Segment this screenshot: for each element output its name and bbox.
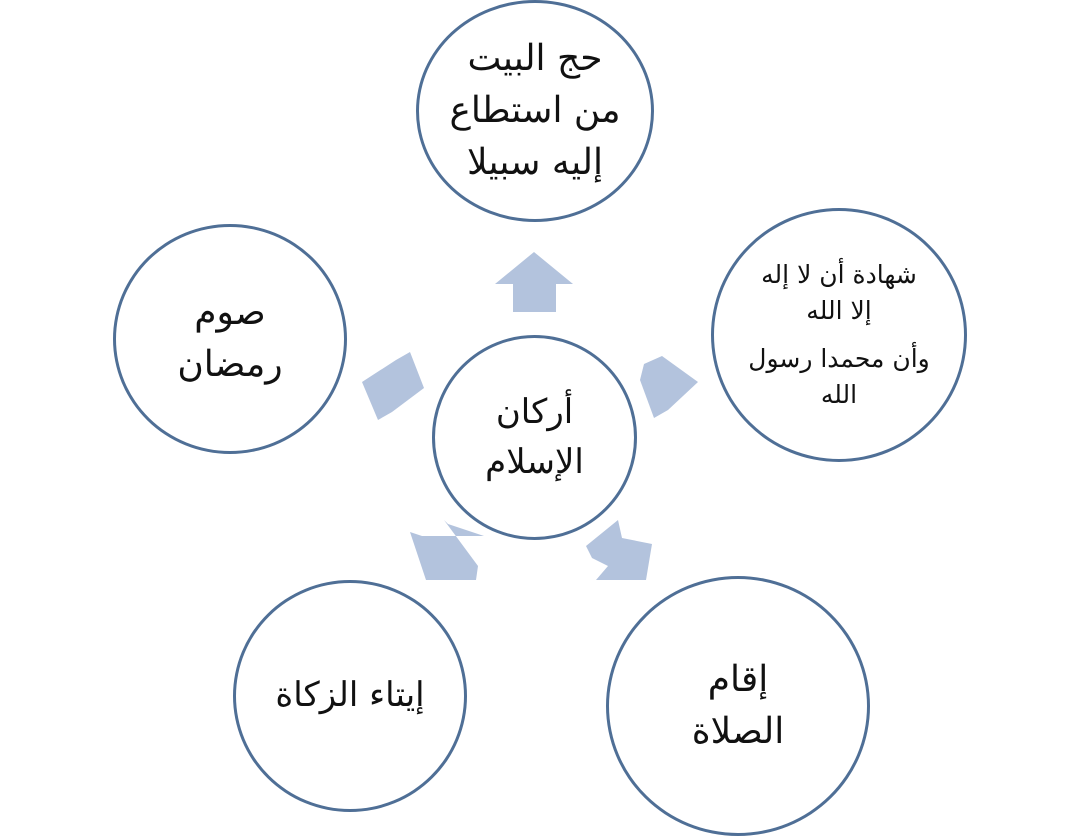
pillars-center-circle: أركان الإسلام	[432, 335, 637, 540]
center-line-2: الإسلام	[485, 441, 584, 482]
pillar-shahada-circle: شهادة أن لا إله إلا الله وأن محمدا رسول …	[711, 208, 967, 462]
sawm-line-1: صوم	[194, 291, 266, 333]
pillar-zakat-circle: إيتاء الزكاة	[233, 580, 467, 812]
shahada-line-1: شهادة أن لا إله	[761, 259, 917, 289]
pillar-salah-circle: إقام الصلاة	[606, 576, 870, 836]
hajj-line-2: من استطاع	[449, 89, 621, 131]
arrow-upper-left	[362, 352, 424, 420]
arrow-upper-right	[640, 356, 698, 418]
center-line-1: أركان	[495, 392, 574, 433]
zakat-line-1: إيتاء الزكاة	[275, 675, 425, 716]
shahada-line-4: الله	[820, 380, 858, 410]
shahada-line-3: وأن محمدا رسول	[748, 344, 930, 373]
arrow-up	[495, 252, 573, 312]
pillars-diagram: حج البيت من استطاع إليه سبيلا صوم رمضان …	[113, 0, 967, 836]
arrow-lower-right	[586, 520, 652, 580]
salah-line-2: الصلاة	[691, 711, 785, 752]
hajj-line-1: حج البيت	[467, 37, 603, 79]
hajj-line-3: إليه سبيلا	[467, 142, 603, 184]
sawm-line-2: رمضان	[177, 344, 283, 385]
salah-line-1: إقام	[707, 658, 769, 700]
arrow-lower-left	[410, 520, 484, 580]
pillar-hajj-circle: حج البيت من استطاع إليه سبيلا	[416, 0, 654, 222]
shahada-line-2: إلا الله	[806, 295, 872, 325]
arrows-layer	[362, 252, 698, 580]
pillar-sawm-circle: صوم رمضان	[113, 224, 347, 454]
